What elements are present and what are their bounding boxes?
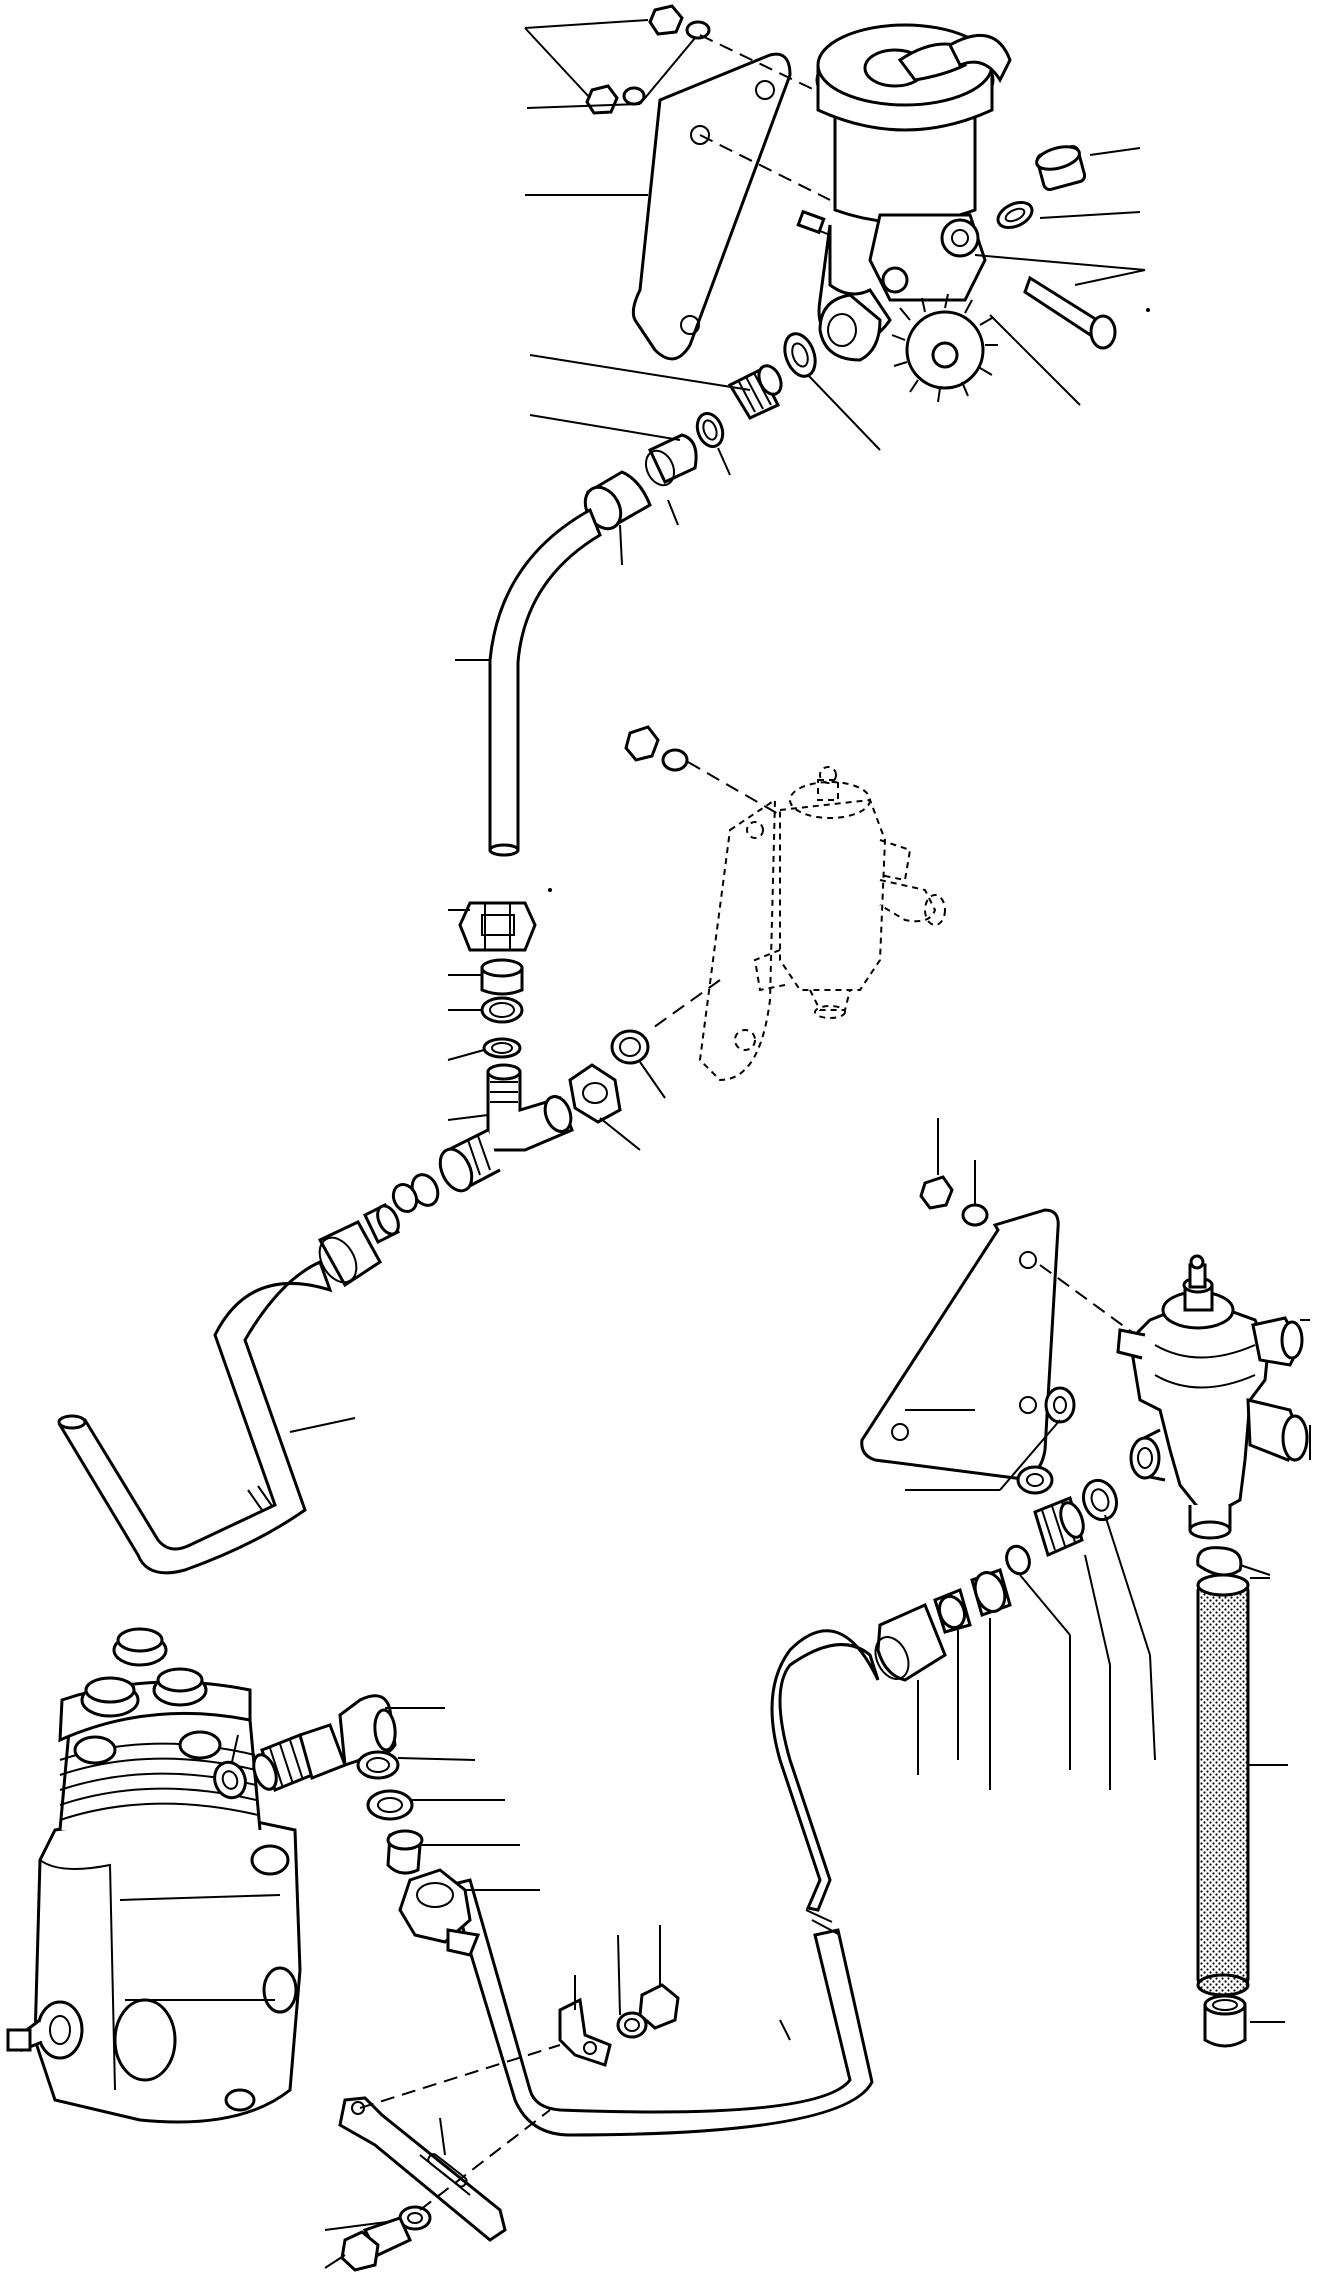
upper-bracket-nuts [585,4,711,115]
upper-mounting-bracket [631,52,792,361]
upper-outlet-fittings [529,332,881,566]
tee-union-fittings [317,888,666,1288]
compressor [6,1627,302,2124]
right-mounting-bracket [860,1208,1060,1480]
compressor-elbow-fittings [213,1694,540,1957]
ghost-valve-assembly [624,725,946,1082]
right-outlet-fittings [874,1478,1156,1790]
stipple-hose [1196,1546,1288,2048]
lower-pipe-to-left [57,1259,356,1575]
reservoir-valve-assembly [796,23,1012,403]
lower-pipe-to-right [448,1629,880,2137]
upper-bracket-leaders [524,19,831,201]
lower-bracket-and-bolt [324,2044,561,2272]
upper-right-fittings [974,145,1150,406]
upper-feed-pipe [455,507,602,857]
right-bracket-hardware [905,1118,1141,1495]
right-valve-assembly [1116,1254,1311,1540]
pipe-clip [558,1925,680,2067]
